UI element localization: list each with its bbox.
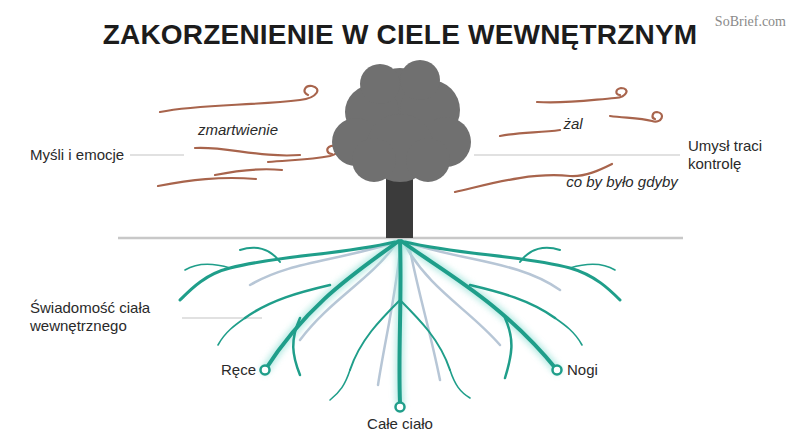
side-label: Świadomość ciała wewnętrznego [30,299,178,335]
emotion-word: żal [563,115,582,133]
side-label: Myśli i emocje [30,146,124,164]
emotion-word: zmartwienie [198,121,278,139]
side-label: Umysł traci kontrolę [688,137,788,173]
root-label: Całe ciało [367,415,433,433]
watermark: SoBrief.com [715,14,786,31]
root-shadows [250,244,560,385]
root-endpoints [261,366,562,412]
emotion-word: co by było gdyby [566,173,678,191]
root-label: Ręce [221,361,256,379]
root-glow [265,240,557,403]
roots [180,240,620,403]
diagram-title: ZAKORZENIENIE W CIELE WEWNĘTRZNYM [103,18,698,52]
root-label: Nogi [567,361,598,379]
thought-cloud [332,60,471,182]
